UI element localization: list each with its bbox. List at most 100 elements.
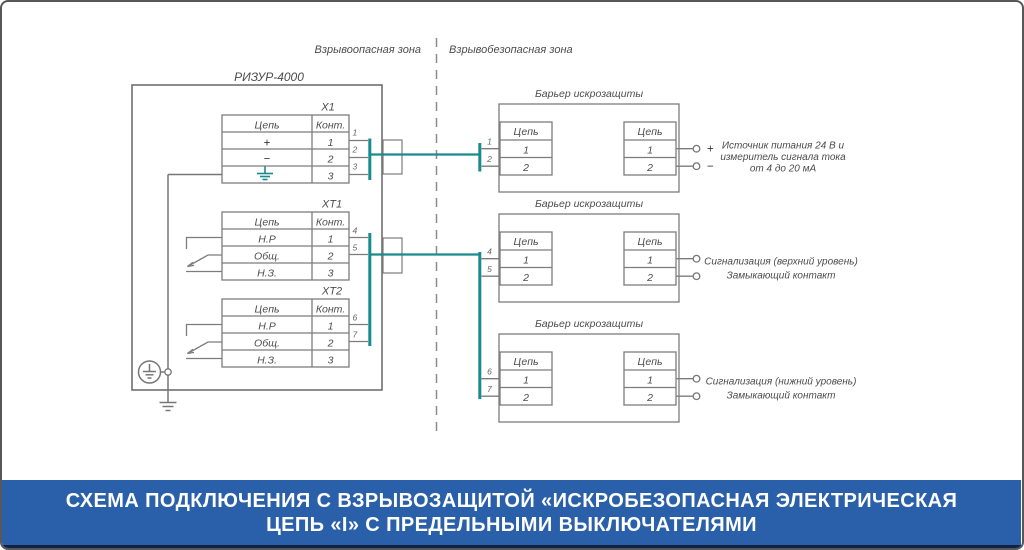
row-cell: 1 — [523, 145, 529, 157]
note-line: Сигнализация (нижний уровень) — [706, 377, 857, 388]
circuit-cell: Н.Р — [258, 321, 276, 333]
col-contact: Конт. — [316, 120, 345, 132]
contact-cell: 2 — [327, 338, 334, 350]
device-box — [131, 84, 383, 391]
terminal-dot — [692, 374, 701, 383]
terminal-block-xt1: XT1 Цепь Конт. Н.Р Общ. Н.З. 1 2 3 4 5 — [185, 199, 368, 281]
terminal-dot — [164, 368, 172, 376]
col-circuit: Цепь — [513, 236, 538, 248]
barrier-title: Барьер искрозащиты — [535, 318, 643, 330]
terminal-block-xt2: XT2 Цепь Конт. Н.Р Общ. Н.З. 1 2 3 6 7 — [185, 286, 368, 368]
zone-label-safe: Взрывобезопасная зона — [449, 44, 573, 56]
circuit-cell: Н.Р — [258, 234, 276, 246]
plus-label: + — [707, 144, 714, 156]
barrier-3: Барьер искрозащиты Цепь 1 2 Цепь 1 2 6 7 — [481, 318, 701, 423]
pin-number: 7 — [487, 384, 492, 394]
terminal-dot — [692, 254, 701, 263]
minus-label: − — [707, 161, 714, 173]
terminal-dot — [692, 162, 701, 171]
note-line: Сигнализация (верхний уровень) — [704, 257, 858, 268]
col-circuit: Цепь — [637, 236, 662, 248]
block-id: XT2 — [321, 286, 342, 298]
col-circuit: Цепь — [513, 356, 538, 368]
pin-number: 1 — [353, 128, 358, 138]
terminal-dot — [692, 272, 701, 281]
col-circuit: Цепь — [254, 304, 279, 316]
row-cell: 2 — [522, 272, 529, 284]
device-title: РИЗУР-4000 — [234, 70, 304, 84]
ground-icon — [257, 166, 273, 181]
terminal-block-x1: X1 Цепь Конт. + − 1 2 3 1 2 3 — [221, 102, 368, 184]
row-cell: 2 — [522, 392, 529, 404]
circuit-minus: − — [264, 154, 271, 166]
earth-circle-icon — [137, 360, 168, 384]
pin-number: 2 — [486, 154, 492, 164]
col-circuit: Цепь — [254, 217, 279, 229]
pin-number: 3 — [353, 162, 358, 172]
note-line: Источник питания 24 В и — [722, 141, 845, 152]
col-circuit: Цепь — [637, 356, 662, 368]
row-cell: 2 — [646, 162, 653, 174]
row-cell: 1 — [523, 375, 529, 387]
contact-cell: 2 — [327, 154, 334, 166]
row-cell: 1 — [647, 375, 653, 387]
barrier-2-note: Сигнализация (верхний уровень) Замыкающи… — [704, 257, 858, 282]
contact-cell: 1 — [328, 137, 334, 149]
cable-gland-icon — [382, 139, 403, 175]
row-cell: 1 — [523, 255, 529, 267]
limit-switch-icon — [185, 236, 222, 273]
col-circuit: Цепь — [254, 120, 279, 132]
barrier-1-note: Источник питания 24 В и измеритель сигна… — [720, 141, 846, 175]
col-circuit: Цепь — [513, 126, 538, 138]
barrier-2: Барьер искрозащиты Цепь 1 2 Цепь 1 2 4 5 — [481, 198, 701, 303]
block-id: XT1 — [321, 199, 342, 211]
pin-number: 7 — [353, 330, 358, 340]
circuit-cell: Общ. — [254, 338, 280, 350]
earth-ground-icon — [159, 401, 177, 412]
pin-number: 6 — [487, 367, 492, 377]
wiring-diagram: Взрывоопасная зона Взрывобезопасная зона… — [131, 38, 858, 434]
is-wiring — [368, 138, 482, 399]
barrier-title: Барьер искрозащиты — [535, 88, 643, 100]
row-cell: 2 — [646, 392, 653, 404]
grounding — [137, 173, 222, 412]
pin-number: 1 — [487, 137, 492, 147]
row-cell: 1 — [647, 255, 653, 267]
contact-cell: 3 — [328, 171, 334, 183]
row-cell: 2 — [646, 272, 653, 284]
title-banner: СХЕМА ПОДКЛЮЧЕНИЯ С ВЗРЫВОЗАЩИТОЙ «ИСКРО… — [2, 480, 1021, 545]
contact-cell: 3 — [328, 268, 334, 280]
zone-divider: Взрывоопасная зона Взрывобезопасная зона — [315, 38, 573, 434]
contact-cell: 2 — [327, 251, 334, 263]
col-circuit: Цепь — [637, 126, 662, 138]
pin-number: 5 — [353, 243, 358, 253]
row-cell: 2 — [522, 162, 529, 174]
pin-number: 5 — [487, 264, 492, 274]
banner-title-line2: ЦЕПЬ «I» С ПРЕДЕЛЬНЫМИ ВЫКЛЮЧАТЕЛЯМИ — [266, 513, 757, 536]
contact-cell: 3 — [328, 355, 334, 367]
row-cell: 1 — [647, 145, 653, 157]
terminal-dot — [692, 144, 701, 153]
note-line: измеритель сигнала тока — [720, 152, 846, 163]
note-line: от 4 до 20 мА — [750, 164, 817, 175]
circuit-cell: Н.З. — [257, 355, 277, 367]
pin-number: 4 — [487, 247, 492, 257]
col-contact: Конт. — [316, 217, 345, 229]
pin-number: 2 — [352, 145, 358, 155]
limit-switch-icon — [185, 323, 222, 360]
contact-cell: 1 — [328, 321, 334, 333]
pin-number: 4 — [353, 226, 358, 236]
banner-title-line1: СХЕМА ПОДКЛЮЧЕНИЯ С ВЗРЫВОЗАЩИТОЙ «ИСКРО… — [65, 489, 958, 512]
barrier-title: Барьер искрозащиты — [535, 198, 643, 210]
col-contact: Конт. — [316, 304, 345, 316]
circuit-cell: Общ. — [254, 251, 280, 263]
banner-bottom-strip — [2, 545, 1021, 548]
barrier-1: Барьер искрозащиты Цепь 1 2 Цепь 1 2 1 2… — [481, 88, 714, 193]
terminal-dot — [692, 392, 701, 401]
barrier-3-note: Сигнализация (нижний уровень) Замыкающий… — [706, 377, 857, 402]
contact-cell: 1 — [328, 234, 334, 246]
zone-label-hazardous: Взрывоопасная зона — [315, 44, 421, 56]
circuit-plus: + — [264, 138, 271, 150]
note-line: Замыкающий контакт — [727, 271, 836, 282]
